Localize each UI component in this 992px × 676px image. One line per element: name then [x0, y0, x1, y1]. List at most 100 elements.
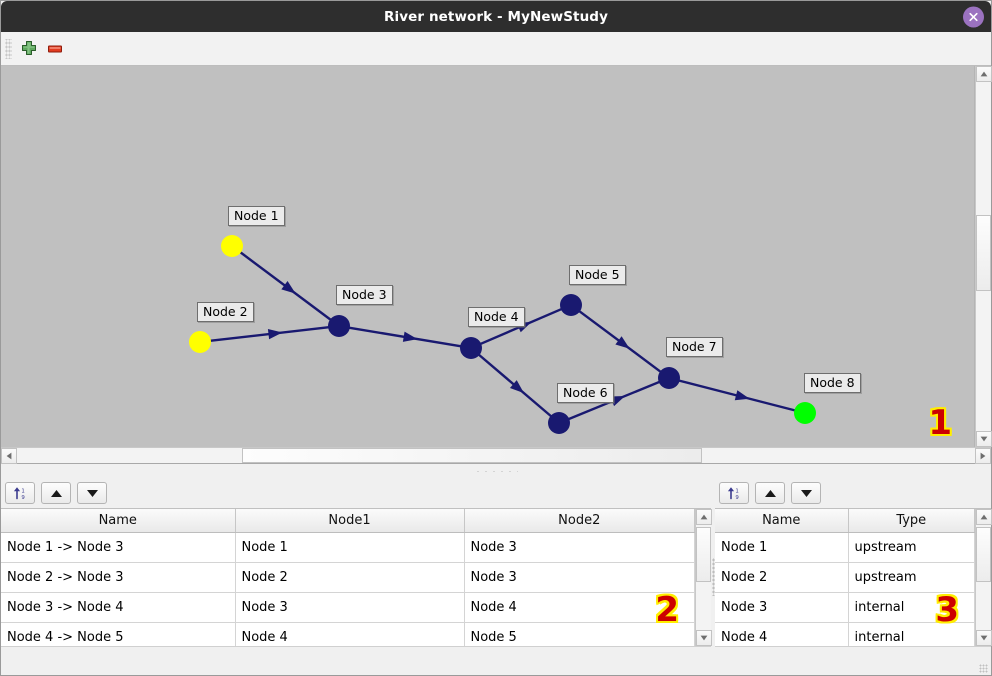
links-table-cell[interactable]: Node 4 -> Node 5 — [1, 622, 236, 646]
graph-node[interactable] — [548, 412, 570, 434]
links-vertical-scrollbar[interactable] — [695, 509, 712, 646]
links-table-cell[interactable]: Node 3 — [464, 562, 695, 593]
links-table-column-header[interactable]: Node2 — [464, 509, 695, 533]
links-table-cell[interactable]: Node 3 — [235, 592, 465, 623]
scroll-right-arrow-icon[interactable] — [975, 448, 991, 464]
graph-node-label[interactable]: Node 7 — [666, 337, 723, 357]
graph-node[interactable] — [328, 315, 350, 337]
nodes-table-cell[interactable]: Node 3 — [715, 592, 849, 623]
graph-vscroll-track[interactable] — [976, 82, 991, 431]
edge-arrow-icon — [615, 336, 630, 349]
graph-node-label[interactable]: Node 6 — [557, 383, 614, 403]
vertical-splitter-grip-icon — [711, 557, 715, 596]
links-table-cell[interactable]: Node 4 — [464, 592, 695, 623]
links-scroll-down-arrow-icon[interactable] — [696, 630, 712, 646]
nodes-vscroll-track[interactable] — [976, 525, 991, 630]
links-table-cell[interactable]: Node 3 — [464, 532, 695, 563]
links-vscroll-track[interactable] — [696, 525, 711, 630]
links-table-cell[interactable]: Node 2 -> Node 3 — [1, 562, 236, 593]
links-table-cell[interactable]: Node 5 — [464, 622, 695, 646]
graph-node-label[interactable]: Node 8 — [804, 373, 861, 393]
nodes-table-cell[interactable]: Node 1 — [715, 532, 849, 563]
remove-node-button[interactable] — [42, 36, 68, 62]
vertical-splitter[interactable] — [711, 478, 715, 675]
scroll-down-arrow-icon[interactable] — [976, 431, 992, 447]
scroll-up-arrow-icon[interactable] — [976, 66, 992, 82]
nodes-move-up-button[interactable] — [755, 482, 785, 504]
nodes-vscroll-thumb[interactable] — [976, 527, 991, 582]
nodes-table-column-header[interactable]: Type — [848, 509, 975, 533]
graph-hscroll-track[interactable] — [17, 448, 975, 463]
arrow-down-icon — [800, 489, 812, 497]
add-node-button[interactable] — [16, 36, 42, 62]
nodes-scroll-up-arrow-icon[interactable] — [976, 509, 992, 525]
nodes-vertical-scrollbar[interactable] — [975, 509, 992, 646]
nodes-table-cell[interactable]: Node 4 — [715, 622, 849, 646]
nodes-table-cell[interactable]: Node 2 — [715, 562, 849, 593]
links-table-column-header[interactable]: Name — [1, 509, 236, 533]
graph-node-label[interactable]: Node 2 — [197, 302, 254, 322]
network-canvas[interactable]: Node 1 Node 2 Node 3 Node 4 Node 5 Node 6 Node… — [1, 66, 975, 447]
nodes-footer-strip — [715, 646, 991, 675]
graph-horizontal-scrollbar[interactable] — [1, 447, 991, 464]
edge-arrow-icon — [734, 390, 750, 401]
graph-node-label[interactable]: Node 4 — [468, 307, 525, 327]
nodes-scroll-down-arrow-icon[interactable] — [976, 630, 992, 646]
links-sort-button[interactable]: 1 9 — [5, 482, 35, 504]
resize-grip-icon[interactable] — [979, 664, 988, 673]
graph-node-label[interactable]: Node 1 — [228, 206, 285, 226]
links-move-down-button[interactable] — [77, 482, 107, 504]
links-table-cell[interactable]: Node 4 — [235, 622, 465, 646]
graph-hscroll-thumb[interactable] — [242, 448, 702, 463]
splitter-grip-icon — [474, 469, 518, 473]
graph-node[interactable] — [221, 235, 243, 257]
nodes-move-down-button[interactable] — [791, 482, 821, 504]
nodes-table-column-header[interactable]: Name — [715, 509, 849, 533]
links-scroll-up-arrow-icon[interactable] — [696, 509, 712, 525]
links-table-cell[interactable]: Node 3 -> Node 4 — [1, 592, 236, 623]
nodes-table-cell[interactable]: internal — [848, 592, 975, 623]
graph-node-label[interactable]: Node 5 — [569, 265, 626, 285]
nodes-table-cell[interactable]: upstream — [848, 562, 975, 593]
horizontal-splitter[interactable] — [1, 463, 991, 478]
scroll-left-arrow-icon[interactable] — [1, 448, 17, 464]
nodes-table-cell[interactable]: internal — [848, 622, 975, 646]
nodes-table-cell[interactable]: upstream — [848, 532, 975, 563]
graph-node[interactable] — [794, 402, 816, 424]
graph-vscroll-thumb[interactable] — [976, 214, 991, 292]
graph-node[interactable] — [658, 367, 680, 389]
graph-node[interactable] — [189, 331, 211, 353]
graph-node[interactable] — [460, 337, 482, 359]
links-table-cell[interactable]: Node 2 — [235, 562, 465, 593]
nodes-sort-button[interactable]: 1 9 — [719, 482, 749, 504]
graph-node[interactable] — [560, 294, 582, 316]
links-vscroll-thumb[interactable] — [696, 527, 711, 582]
toolbar-drag-handle[interactable] — [5, 38, 12, 59]
links-move-up-button[interactable] — [41, 482, 71, 504]
graph-vertical-scrollbar[interactable] — [975, 66, 992, 447]
svg-text:9: 9 — [21, 495, 25, 501]
links-table-cell[interactable]: Node 1 — [235, 532, 465, 563]
title-bar: River network - MyNewStudy — [1, 1, 991, 32]
links-table-column-header[interactable]: Node1 — [235, 509, 465, 533]
graph-node-label[interactable]: Node 3 — [336, 285, 393, 305]
links-table-cell[interactable]: Node 1 -> Node 3 — [1, 532, 236, 563]
close-icon[interactable] — [963, 6, 984, 27]
